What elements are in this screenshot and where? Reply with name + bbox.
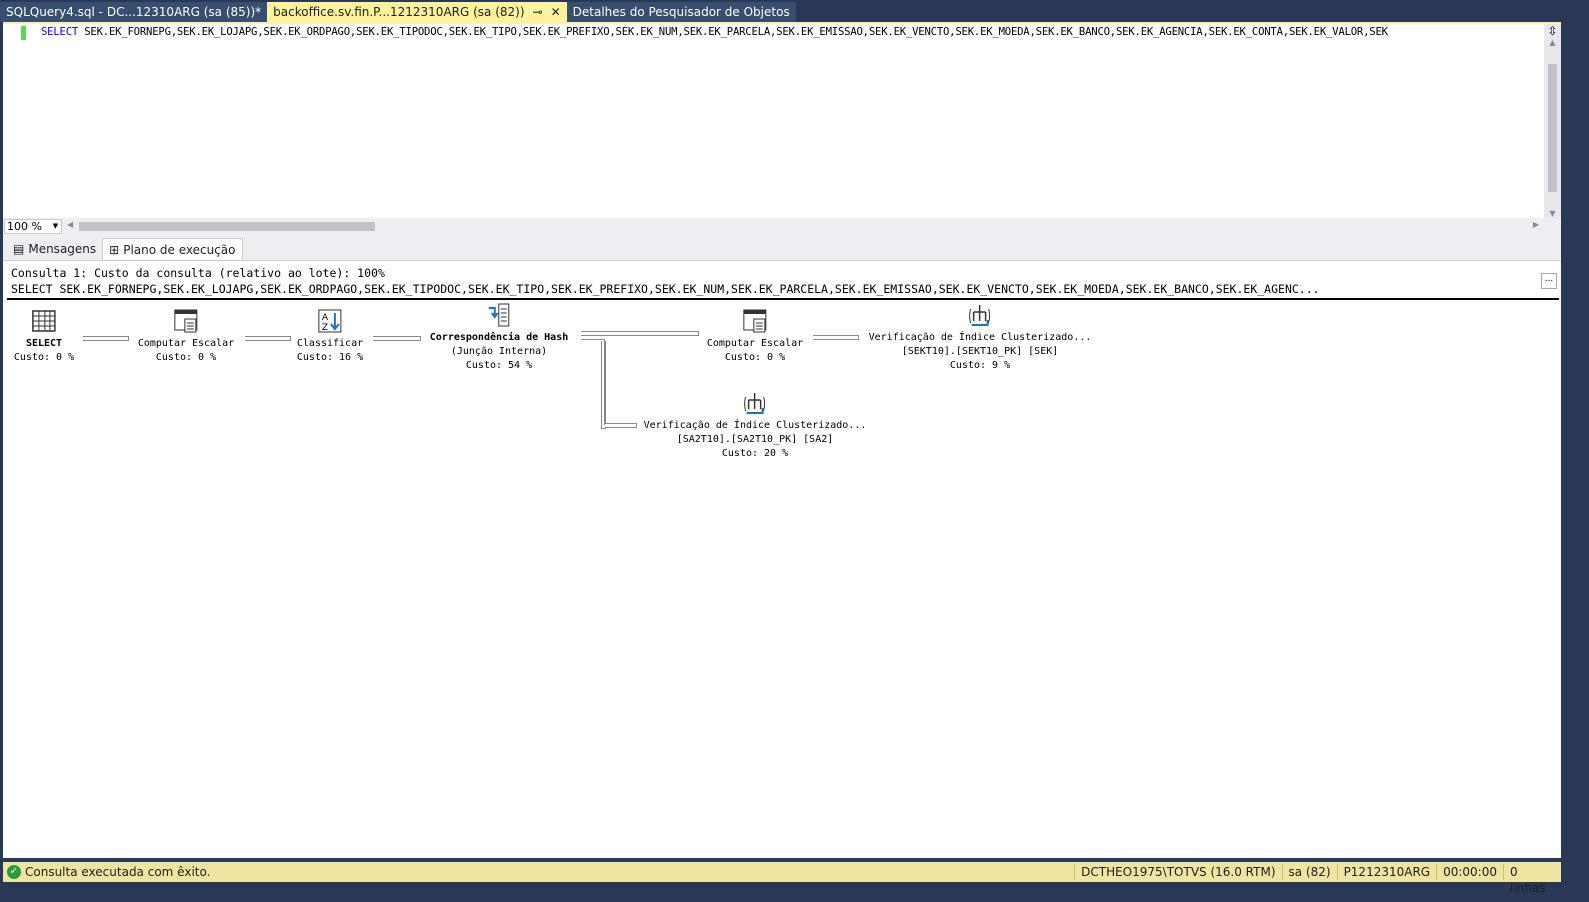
tab-backoffice[interactable]: backoffice.sv.fin.P...1212310ARG (sa (82… <box>267 2 567 22</box>
query-text[interactable]: SELECT SEK.EK_FORNEPG,SEK.EK_LOJAPG,SEK.… <box>41 26 1388 38</box>
sort-icon: AZ <box>318 309 342 333</box>
compute-scalar-icon <box>743 309 767 333</box>
status-message: Consulta executada com êxito. <box>25 865 211 879</box>
plan-node-clustered-index-scan-sek[interactable]: Verificação de Índice Clusterizado...[SE… <box>869 303 1091 373</box>
zoom-bar: 100 %▼ ◀ ▶ <box>3 218 1561 235</box>
scroll-up-icon[interactable]: ▲ <box>1549 38 1556 47</box>
status-user: sa (82) <box>1281 864 1337 880</box>
status-database: P1212310ARG <box>1336 864 1437 880</box>
scroll-right-icon[interactable]: ▶ <box>1532 220 1539 229</box>
clustered-index-scan-icon <box>969 305 991 326</box>
compute-scalar-icon <box>174 309 198 333</box>
tab-sqlquery4[interactable]: SQLQuery4.sql - DC...12310ARG (sa (85))* <box>0 2 268 22</box>
status-time: 00:00:00 <box>1436 864 1503 880</box>
plan-node-clustered-index-scan-sa2[interactable]: Verificação de Índice Clusterizado...[SA… <box>644 391 866 461</box>
svg-text:A: A <box>322 313 329 323</box>
tab-messages[interactable]: ▤Mensagens <box>7 238 102 260</box>
plan-arrow <box>245 336 291 341</box>
change-marker <box>21 26 26 40</box>
tab-object-explorer-details[interactable]: Detalhes do Pesquisador de Objetos <box>566 2 796 22</box>
plan-icon: ⊞ <box>109 242 120 257</box>
hash-match-icon <box>488 303 510 327</box>
plan-header: Consulta 1: Custo da consulta (relativo … <box>11 266 1320 296</box>
svg-text:Z: Z <box>322 323 328 333</box>
close-icon[interactable]: ✕ <box>550 5 561 19</box>
horizontal-scroll-thumb[interactable] <box>79 222 375 231</box>
vertical-scrollbar[interactable]: ⇳ ▲ ▼ <box>1544 24 1561 220</box>
clustered-index-scan-icon <box>744 393 766 414</box>
status-server: DCTHEO1975\TOTVS (16.0 RTM) <box>1074 864 1281 880</box>
plan-arrow <box>83 336 129 341</box>
more-button[interactable]: ... <box>1541 273 1557 289</box>
plan-arrow <box>373 336 421 341</box>
success-check-icon: ✓ <box>7 865 21 879</box>
plan-arrow <box>601 341 606 429</box>
plan-arrow <box>605 423 637 428</box>
scroll-thumb[interactable] <box>1548 64 1557 192</box>
split-icon[interactable]: ⇳ <box>1547 24 1558 38</box>
divider <box>7 298 1559 300</box>
chevron-down-icon: ▼ <box>52 222 58 230</box>
status-rows: 0 linhas <box>1503 864 1561 895</box>
plan-node-hash-match[interactable]: Correspondência de Hash(Junção Interna)C… <box>430 303 568 373</box>
plan-arrow <box>581 339 605 425</box>
status-bar: ✓ Consulta executada com êxito. DCTHEO19… <box>3 862 1561 895</box>
result-table-icon <box>32 310 56 332</box>
messages-icon: ▤ <box>13 242 25 256</box>
plan-arrow <box>581 331 699 336</box>
zoom-select[interactable]: 100 %▼ <box>4 219 62 234</box>
document-tabs: SQLQuery4.sql - DC...12310ARG (sa (85))*… <box>0 0 1589 22</box>
result-tabs: ▤Mensagens ⊞Plano de execução <box>3 235 1561 260</box>
scroll-down-icon[interactable]: ▼ <box>1549 209 1556 218</box>
query-editor[interactable]: SELECT SEK.EK_FORNEPG,SEK.EK_LOJAPG,SEK.… <box>3 22 1561 220</box>
execution-plan-pane: Consulta 1: Custo da consulta (relativo … <box>3 260 1561 858</box>
pin-icon[interactable]: ⊸ <box>532 5 543 19</box>
tab-execution-plan[interactable]: ⊞Plano de execução <box>102 238 243 260</box>
scroll-left-icon[interactable]: ◀ <box>67 220 74 229</box>
plan-arrow <box>813 335 859 340</box>
